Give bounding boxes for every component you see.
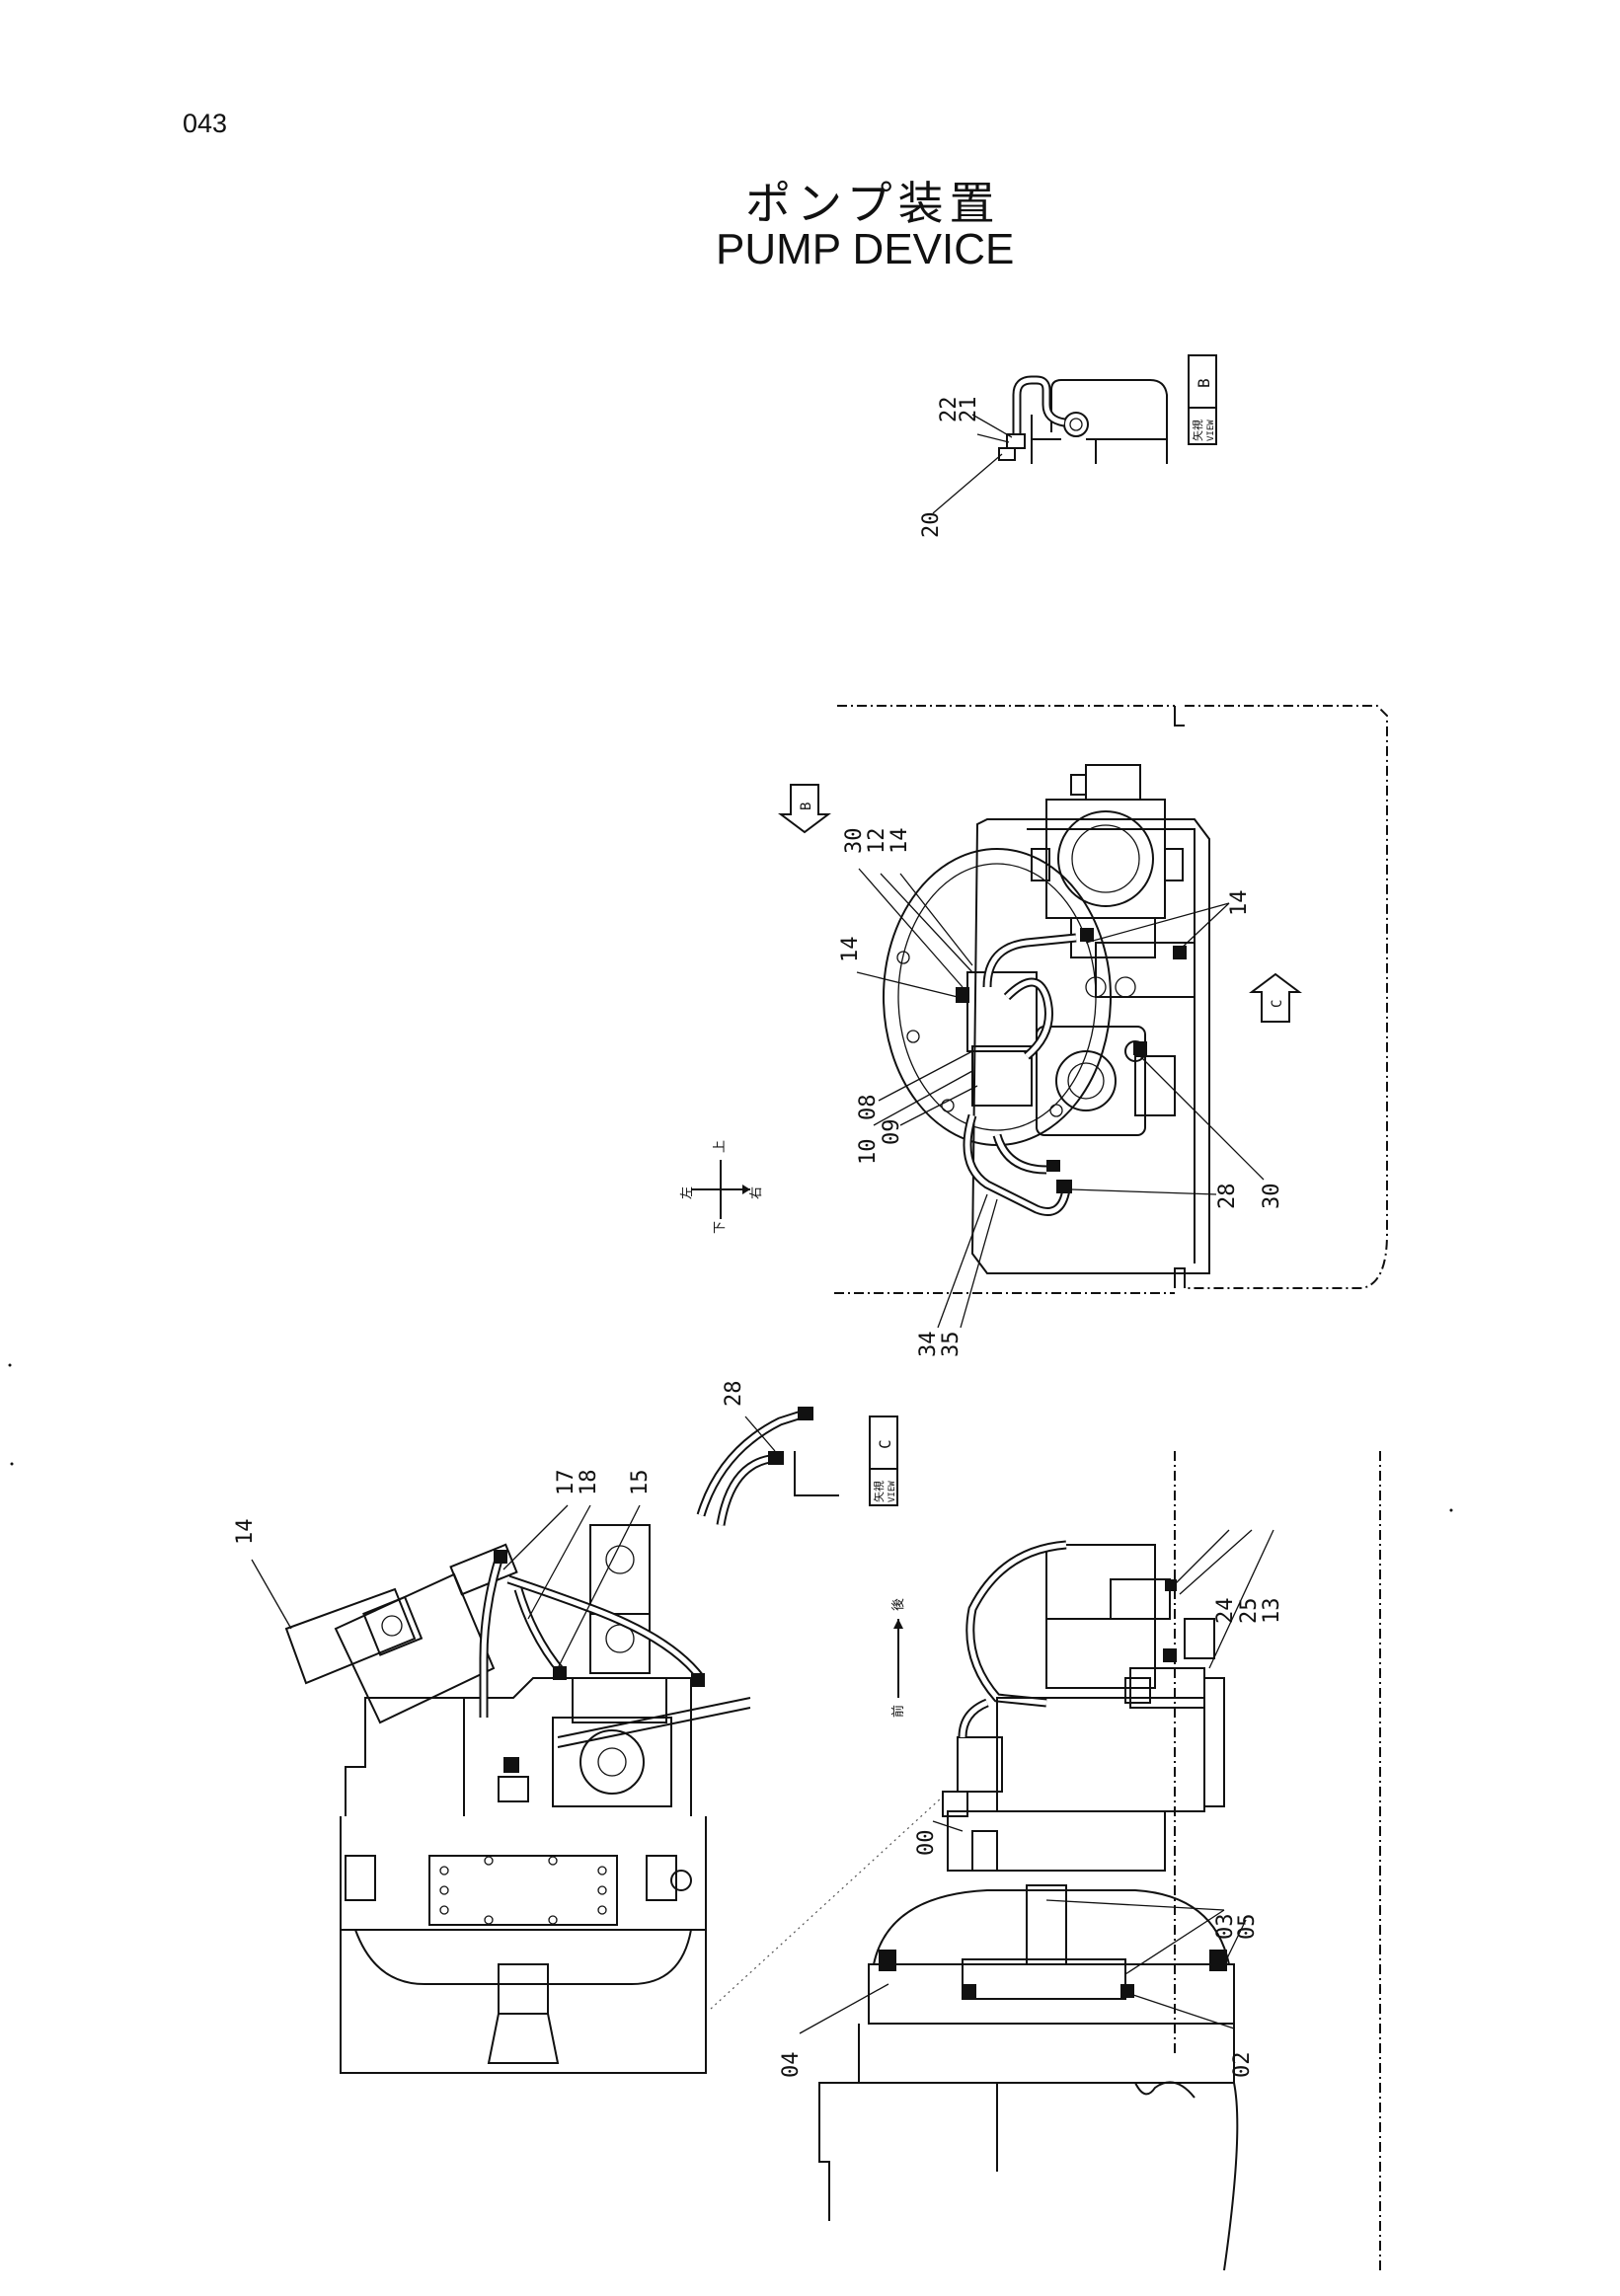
callout-02: 02 bbox=[1230, 2052, 1255, 2079]
callout-35: 35 bbox=[939, 1332, 964, 1358]
svg-text:C: C bbox=[876, 1439, 894, 1449]
view-c-detail: 28 矢視 VIEW C bbox=[696, 1381, 898, 1526]
callout-04: 04 bbox=[779, 2052, 804, 2079]
side-view-left: 14 17 18 15 bbox=[233, 1470, 751, 2074]
callout-18: 18 bbox=[577, 1470, 601, 1496]
projection-line bbox=[710, 1796, 944, 2010]
page-number: 043 bbox=[183, 109, 228, 138]
svg-text:B: B bbox=[1195, 378, 1213, 388]
callout-30: 30 bbox=[842, 828, 867, 855]
callout-28: 28 bbox=[722, 1381, 746, 1408]
callout-08: 08 bbox=[856, 1095, 881, 1121]
callout-13: 13 bbox=[1260, 1598, 1284, 1625]
callout-25: 25 bbox=[1237, 1598, 1262, 1625]
svg-text:VIEW: VIEW bbox=[887, 1481, 897, 1502]
arrow-c-marker: C bbox=[1249, 972, 1302, 1023]
callout-22: 22 bbox=[937, 397, 962, 423]
svg-text:上: 上 bbox=[713, 1140, 728, 1153]
arrow-b-marker: B bbox=[778, 784, 831, 834]
callout-15: 15 bbox=[628, 1470, 653, 1496]
svg-text:C: C bbox=[1270, 1000, 1285, 1008]
callout-00: 00 bbox=[914, 1830, 939, 1857]
plan-view: B C bbox=[778, 705, 1388, 1358]
view-b-detail: 矢視 VIEW B 22 21 20 bbox=[919, 354, 1217, 539]
callout-30: 30 bbox=[1260, 1184, 1284, 1210]
callout-24: 24 bbox=[1213, 1598, 1238, 1625]
callout-05: 05 bbox=[1235, 1914, 1260, 1941]
svg-text:矢視: 矢視 bbox=[1191, 420, 1204, 441]
svg-text:左: 左 bbox=[680, 1186, 695, 1199]
callout-03: 03 bbox=[1213, 1914, 1238, 1941]
front-rear-indicator: 後 前 bbox=[890, 1598, 906, 1718]
compass-rose: 上 下 左 右 bbox=[680, 1140, 764, 1234]
callout-17: 17 bbox=[554, 1470, 579, 1496]
svg-text:VIEW: VIEW bbox=[1206, 420, 1216, 441]
view-c-tag: 矢視 VIEW C bbox=[869, 1416, 898, 1506]
svg-text:B: B bbox=[799, 803, 814, 810]
callout-09: 09 bbox=[880, 1119, 904, 1146]
side-view-right: 24 25 13 00 03 05 04 02 bbox=[779, 1451, 1381, 2271]
view-b-tag: 矢視 VIEW B bbox=[1188, 354, 1217, 445]
callout-14: 14 bbox=[233, 1519, 258, 1546]
svg-text:矢視: 矢視 bbox=[872, 1481, 886, 1502]
svg-text:前: 前 bbox=[890, 1705, 906, 1718]
callout-28: 28 bbox=[1215, 1184, 1240, 1210]
callout-12: 12 bbox=[865, 828, 889, 855]
callout-20: 20 bbox=[919, 512, 944, 539]
svg-text:右: 右 bbox=[749, 1186, 764, 1199]
svg-text:下: 下 bbox=[713, 1221, 728, 1234]
title-japanese: ポンプ装置 bbox=[745, 177, 1001, 230]
callout-14: 14 bbox=[838, 937, 863, 963]
title-english: PUMP DEVICE bbox=[716, 225, 1015, 273]
callout-10: 10 bbox=[856, 1139, 881, 1166]
svg-text:後: 後 bbox=[891, 1598, 906, 1611]
callout-14: 14 bbox=[1227, 890, 1252, 917]
callout-34: 34 bbox=[916, 1332, 941, 1358]
callout-14: 14 bbox=[887, 828, 912, 855]
callout-21: 21 bbox=[957, 397, 981, 423]
